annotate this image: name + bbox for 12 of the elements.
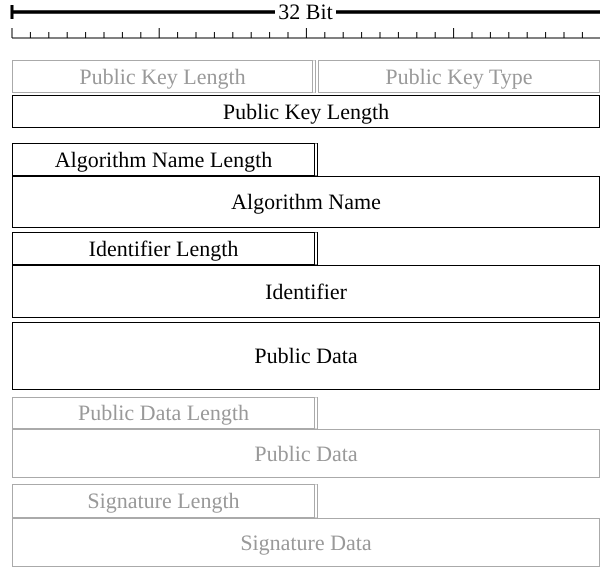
packet-field: Algorithm Name: [12, 176, 600, 228]
packet-field: Signature Length: [12, 484, 318, 518]
packet-field: Public Key Length: [12, 95, 600, 128]
packet-field: Public Data Length: [12, 397, 318, 429]
packet-field: Public Data: [12, 322, 600, 390]
packet-field: Signature Data: [12, 518, 600, 567]
packet-field: Identifier: [12, 265, 600, 318]
packet-field: Public Data: [12, 429, 600, 478]
packet-field: Identifier Length: [12, 232, 318, 265]
packet-field: Public Key Length: [12, 60, 316, 93]
packet-field: Algorithm Name Length: [12, 143, 318, 176]
packet-field: Public Key Type: [318, 60, 600, 93]
